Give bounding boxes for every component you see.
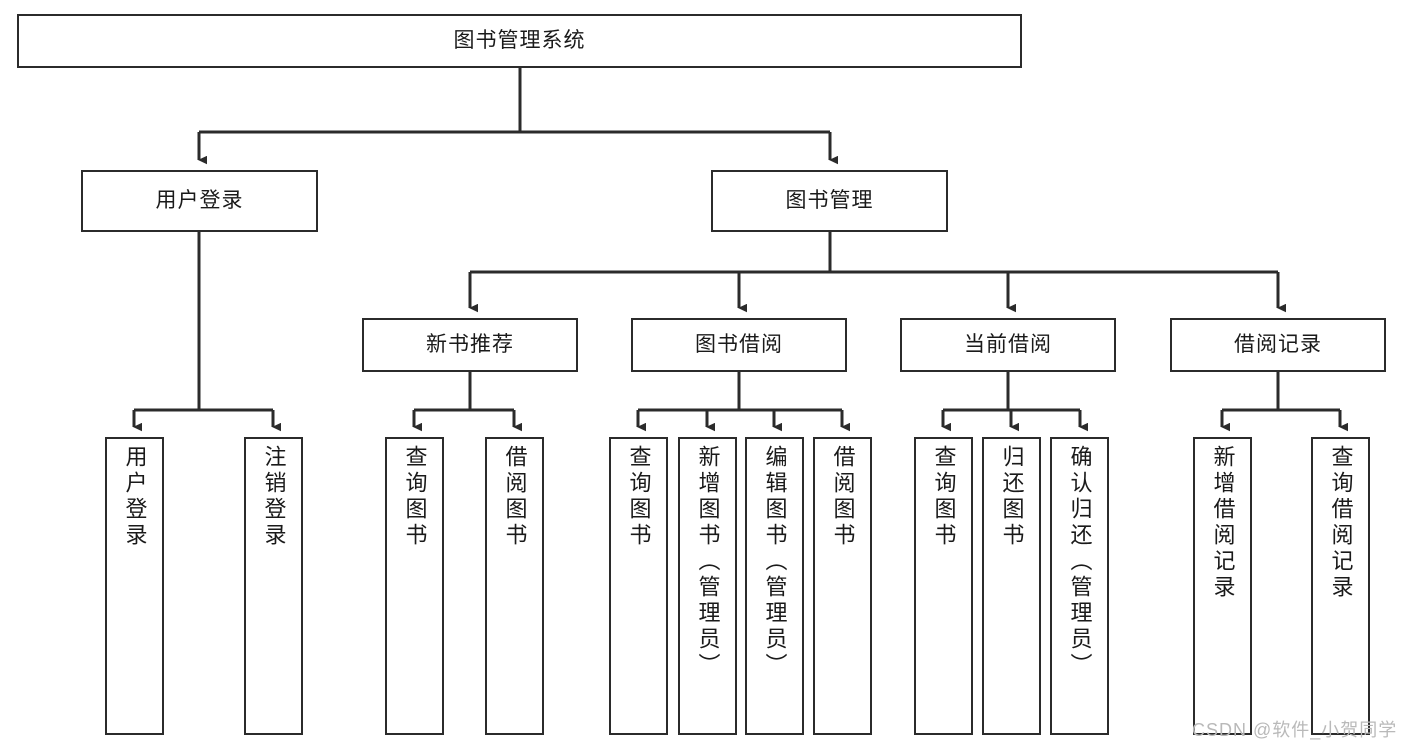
leaf-edit-book-label: 编辑图书（管理员）: [762, 445, 788, 679]
leaf-edit-book[interactable]: 编辑图书（管理员）: [745, 437, 804, 735]
node-borrow-record[interactable]: 借阅记录: [1170, 318, 1386, 372]
leaf-add-book[interactable]: 新增图书（管理员）: [678, 437, 737, 735]
leaf-confirm-return-label: 确认归还（管理员）: [1067, 445, 1093, 679]
node-root-label: 图书管理系统: [453, 28, 586, 52]
leaf-query-book-2[interactable]: 查询图书: [609, 437, 668, 735]
leaf-query-record-label: 查询借阅记录: [1328, 445, 1354, 601]
leaf-user-logout-label: 注销登录: [261, 445, 287, 549]
leaf-query-book-1-label: 查询图书: [402, 445, 428, 549]
node-current-borrow-label: 当前借阅: [964, 332, 1052, 356]
leaf-query-book-3[interactable]: 查询图书: [914, 437, 973, 735]
leaf-add-record-label: 新增借阅记录: [1210, 445, 1236, 601]
leaf-borrow-book-2[interactable]: 借阅图书: [813, 437, 872, 735]
leaf-query-book-3-label: 查询图书: [931, 445, 957, 549]
node-book-borrow-label: 图书借阅: [695, 332, 783, 356]
watermark-text: CSDN @软件_小贺同学: [1192, 720, 1398, 740]
leaf-confirm-return[interactable]: 确认归还（管理员）: [1050, 437, 1109, 735]
leaf-user-login[interactable]: 用户登录: [105, 437, 164, 735]
leaf-add-record[interactable]: 新增借阅记录: [1193, 437, 1252, 735]
node-root[interactable]: 图书管理系统: [17, 14, 1022, 68]
node-new-book-recommend[interactable]: 新书推荐: [362, 318, 578, 372]
node-book-management-label: 图书管理: [785, 188, 874, 212]
leaf-query-book-1[interactable]: 查询图书: [385, 437, 444, 735]
node-user-login-label: 用户登录: [155, 188, 244, 212]
node-new-book-recommend-label: 新书推荐: [426, 332, 514, 356]
node-book-borrow[interactable]: 图书借阅: [631, 318, 847, 372]
leaf-return-book-label: 归还图书: [999, 445, 1025, 549]
leaf-user-logout[interactable]: 注销登录: [244, 437, 303, 735]
leaf-borrow-book-1[interactable]: 借阅图书: [485, 437, 544, 735]
leaf-borrow-book-1-label: 借阅图书: [502, 445, 528, 549]
node-book-management[interactable]: 图书管理: [711, 170, 948, 232]
leaf-return-book[interactable]: 归还图书: [982, 437, 1041, 735]
leaf-borrow-book-2-label: 借阅图书: [830, 445, 856, 549]
node-user-login[interactable]: 用户登录: [81, 170, 318, 232]
node-current-borrow[interactable]: 当前借阅: [900, 318, 1116, 372]
leaf-query-book-2-label: 查询图书: [626, 445, 652, 549]
leaf-query-record[interactable]: 查询借阅记录: [1311, 437, 1370, 735]
node-borrow-record-label: 借阅记录: [1234, 332, 1322, 356]
leaf-user-login-label: 用户登录: [122, 445, 148, 549]
leaf-add-book-label: 新增图书（管理员）: [695, 445, 721, 679]
